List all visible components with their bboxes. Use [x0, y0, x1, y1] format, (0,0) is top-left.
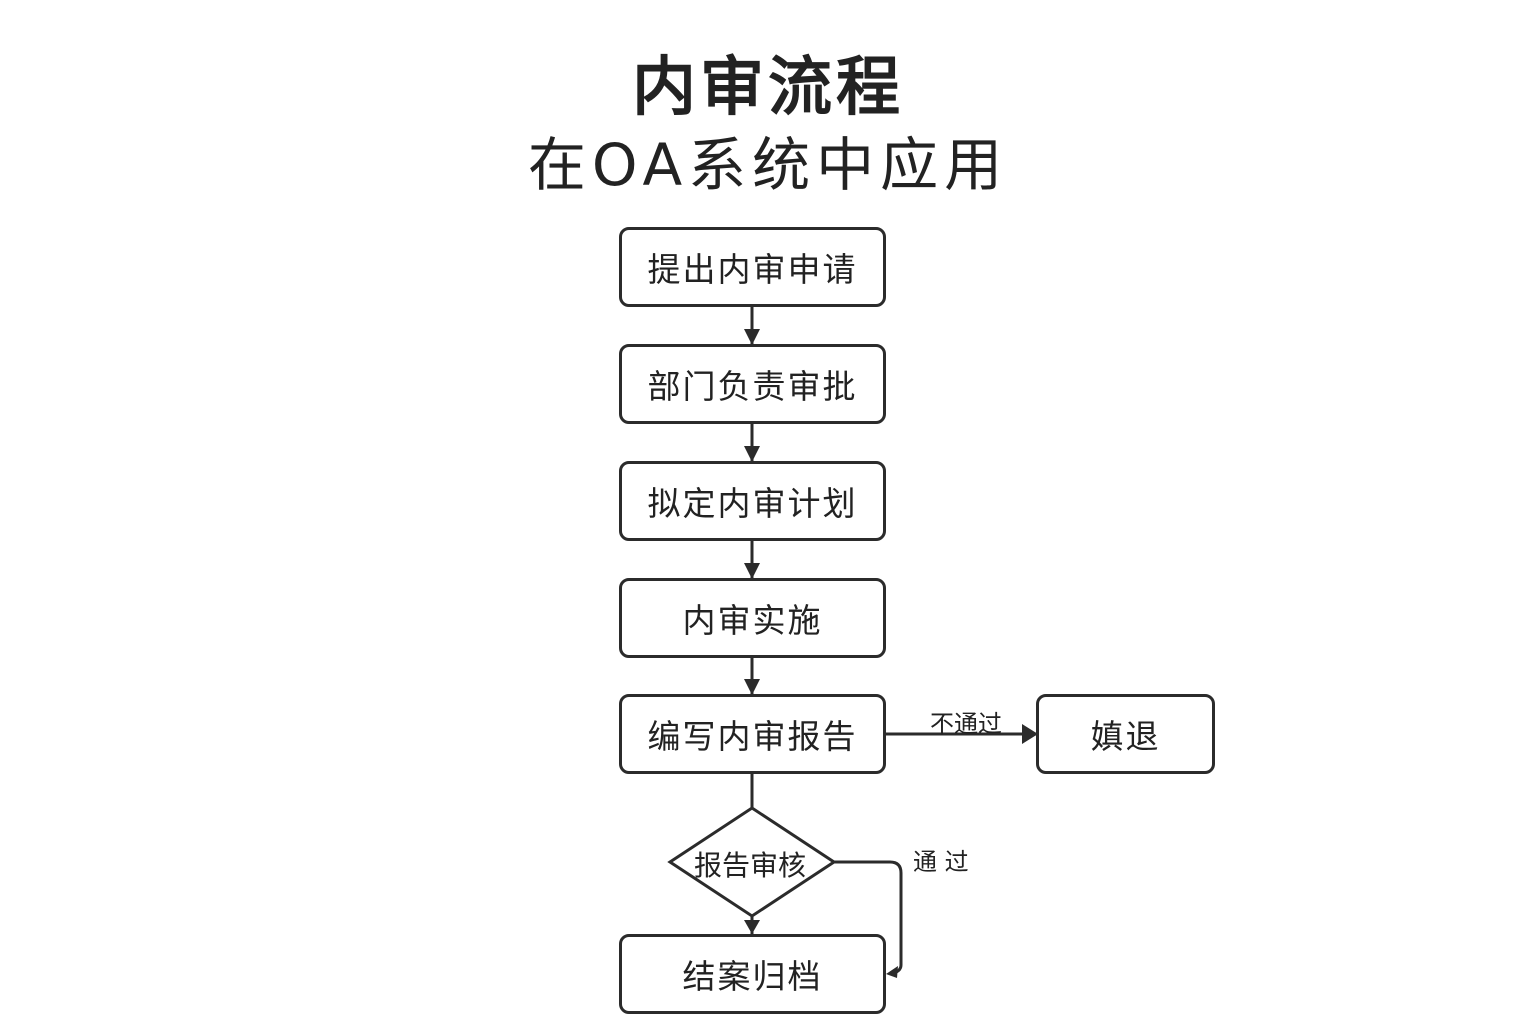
edge-label-pass: 通 过 — [913, 848, 969, 876]
edge-label-fail: 不通过 — [930, 710, 1002, 738]
node-submit-request: 提出内审申请 — [619, 227, 886, 307]
page-subtitle: 在OA系统中应用 — [527, 131, 1009, 199]
node-label: 部门负责审批 — [647, 367, 858, 406]
arrow-reject-head — [1022, 724, 1038, 744]
arrow-pass-head — [886, 966, 898, 978]
node-label: 提出内审申请 — [647, 250, 858, 289]
node-label: 编写内审报告 — [647, 717, 858, 756]
node-label: 内审实施 — [682, 601, 823, 640]
page-title: 内审流程 — [632, 51, 904, 125]
node-draft-plan: 拟定内审计划 — [619, 461, 886, 541]
node-close-archive: 结案归档 — [619, 934, 886, 1014]
decision-label: 报告审核 — [694, 849, 807, 882]
node-reject: 嫃退 — [1036, 694, 1215, 774]
node-dept-approval: 部门负责审批 — [619, 344, 886, 424]
node-label: 拟定内审计划 — [647, 484, 858, 523]
node-audit-execution: 内审实施 — [619, 578, 886, 658]
node-label: 结案归档 — [682, 957, 823, 996]
arrow-decision-end-head — [744, 920, 760, 934]
node-write-report: 编写内审报告 — [619, 694, 886, 774]
node-label: 嫃退 — [1090, 717, 1161, 756]
